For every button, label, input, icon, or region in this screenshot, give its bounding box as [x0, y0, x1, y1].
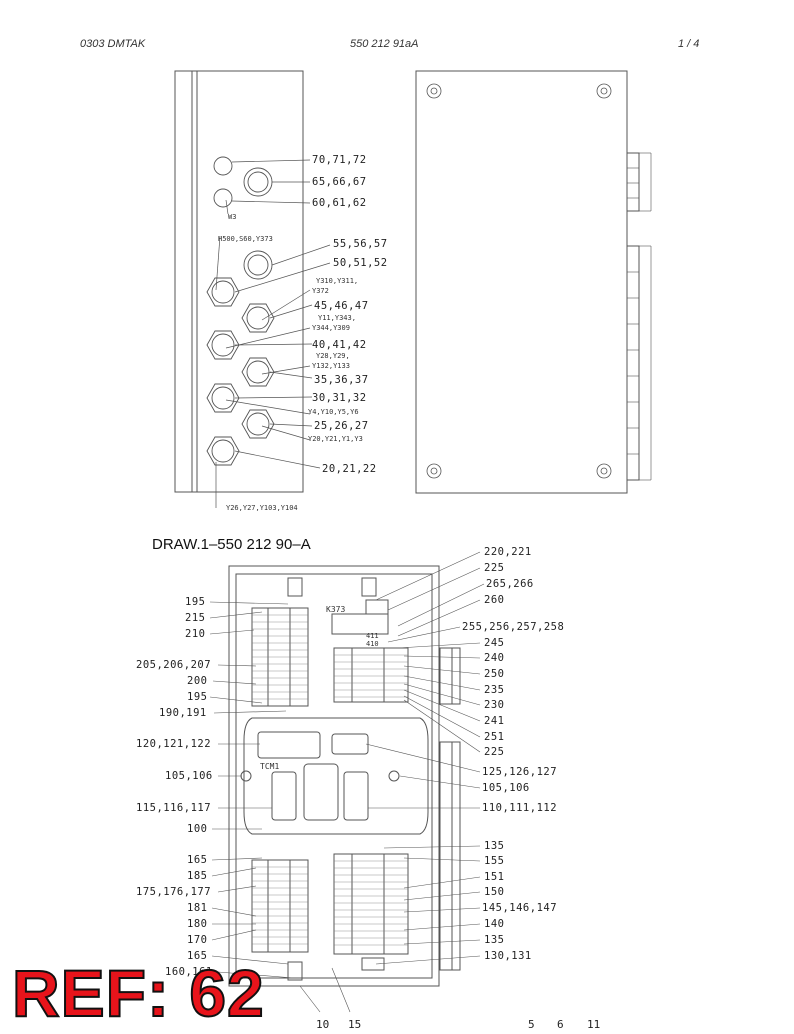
callout-label: 165 — [187, 854, 208, 866]
callout-label: 225 — [484, 562, 505, 574]
callout-label: 165 — [187, 950, 208, 962]
callout-label: 35,36,37 — [314, 374, 369, 386]
callout-label: 50,51,52 — [333, 257, 388, 269]
callout-label: 260 — [484, 594, 505, 606]
ref-stamp: REF: 62 — [11, 956, 265, 1030]
callout-label: 210 — [185, 628, 206, 640]
wire-label: Y26,Y27,Y103,Y104 — [226, 504, 298, 512]
callout-label: 20,21,22 — [322, 463, 377, 475]
callout-label: 105,106 — [482, 782, 530, 794]
callout-label: 115,116,117 — [136, 802, 212, 814]
callout-label: 6 — [557, 1018, 564, 1031]
wire-label: Y310,Y311, — [316, 277, 359, 285]
terminal-label: 411 — [366, 632, 379, 640]
wire-label: H500,S60,Y373 — [218, 235, 273, 243]
callout-label: 181 — [187, 902, 208, 914]
wire-label: Y20,Y21,Y1,Y3 — [308, 435, 363, 443]
callout-label: 125,126,127 — [482, 766, 558, 778]
wire-label: Y11,Y343, — [318, 314, 356, 322]
callout-label: 151 — [484, 871, 505, 883]
callout-label: 205,206,207 — [136, 659, 212, 671]
callout-label: 160,161 — [165, 966, 213, 978]
callout-label: 215 — [185, 612, 206, 624]
wire-label: Y372 — [312, 287, 329, 295]
callout-label: 145,146,147 — [482, 902, 558, 914]
callout-label: 230 — [484, 699, 505, 711]
callout-label: 170 — [187, 934, 208, 946]
callout-label: 10 — [316, 1018, 330, 1031]
callout-label: 155 — [484, 855, 505, 867]
drawing-title: DRAW.1–550 212 90–A — [152, 536, 311, 553]
callout-label: 11 — [587, 1018, 601, 1031]
wire-label: Y28,Y29, — [316, 352, 350, 360]
wire-label: W3 — [228, 213, 237, 221]
callout-label: 130,131 — [484, 950, 532, 962]
callout-label: 110,111,112 — [482, 802, 558, 814]
callout-label: 60,61,62 — [312, 197, 367, 209]
module-label: TCM1 — [260, 762, 280, 771]
callout-label: 245 — [484, 637, 505, 649]
callout-label: 120,121,122 — [136, 738, 212, 750]
callout-label: 195 — [187, 691, 208, 703]
callout-label: 241 — [484, 715, 505, 727]
callout-label: 251 — [484, 731, 505, 743]
callout-label: 220,221 — [484, 546, 532, 558]
wire-label: Y132,Y133 — [312, 362, 350, 370]
callout-label: 135 — [484, 840, 505, 852]
callout-label: 195 — [185, 596, 206, 608]
callout-label: 40,41,42 — [312, 339, 367, 351]
callout-label: 250 — [484, 668, 505, 680]
callout-label: 5 — [528, 1018, 535, 1031]
callout-label: 100 — [187, 823, 208, 835]
header-doc-code: 0303 DMTAK — [80, 38, 146, 50]
callout-label: 70,71,72 — [312, 154, 367, 166]
callout-label: 200 — [187, 675, 208, 687]
callout-label: 150 — [484, 886, 505, 898]
callout-label: 25,26,27 — [314, 420, 369, 432]
callout-label: 65,66,67 — [312, 176, 367, 188]
callout-label: 190,191 — [159, 707, 207, 719]
callout-label: 30,31,32 — [312, 392, 367, 404]
callout-label: 135 — [484, 934, 505, 946]
callout-label: 45,46,47 — [314, 300, 369, 312]
callout-label: 235 — [484, 684, 505, 696]
callout-label: 185 — [187, 870, 208, 882]
header-page-number: 1 / 4 — [678, 38, 700, 50]
callout-label: 265,266 — [486, 578, 534, 590]
callout-label: 255,256,257,258 — [462, 621, 565, 633]
callout-label: 140 — [484, 918, 505, 930]
callout-label: 105,106 — [165, 770, 213, 782]
callout-label: 180 — [187, 918, 208, 930]
header-part-number: 550 212 91aA — [350, 38, 419, 50]
callout-label: 175,176,177 — [136, 886, 212, 898]
callout-label: 240 — [484, 652, 505, 664]
callout-label: 55,56,57 — [333, 238, 388, 250]
wire-label: Y4,Y10,Y5,Y6 — [308, 408, 359, 416]
relay-label: K373 — [326, 605, 346, 614]
callout-label: 225 — [484, 746, 505, 758]
callout-label: 15 — [348, 1018, 362, 1031]
wire-label: Y344,Y309 — [312, 324, 350, 332]
terminal-label: 410 — [366, 640, 379, 648]
